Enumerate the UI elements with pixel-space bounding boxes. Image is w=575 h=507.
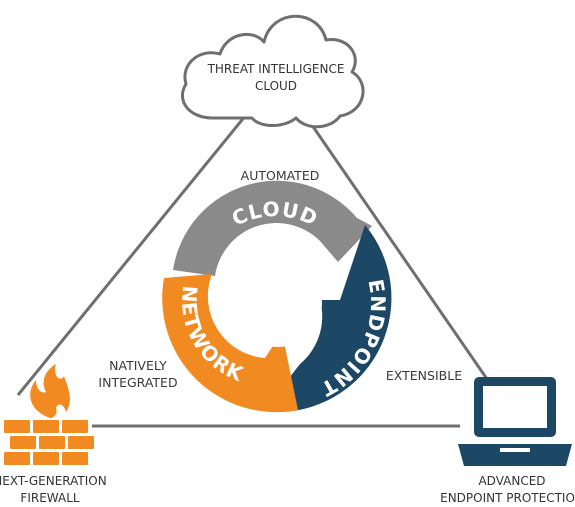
firewall-label-line1: NEXT-GENERATION	[0, 474, 107, 488]
cloud-icon	[181, 14, 365, 129]
cloud-label-line1: THREAT INTELLIGENCE	[207, 62, 345, 76]
laptop-icon	[458, 377, 572, 466]
edge-left	[16, 114, 248, 396]
endpoint-node: ADVANCED ENDPOINT PROTECTION	[440, 377, 575, 505]
cloud-node: THREAT INTELLIGENCE CLOUD	[181, 14, 365, 129]
ring-center	[234, 259, 322, 347]
cloud-label-line2: CLOUD	[255, 79, 297, 93]
firewall-icon	[4, 364, 94, 465]
triangle-edges	[16, 114, 500, 428]
edge-label-automated: AUTOMATED	[241, 168, 320, 183]
flame-icon	[30, 364, 70, 418]
ring-segment-endpoint	[272, 225, 392, 412]
firewall-label-line2: FIREWALL	[20, 491, 79, 505]
edge-label-integrated: INTEGRATED	[98, 375, 177, 390]
firewall-node: NEXT-GENERATION FIREWALL	[0, 364, 107, 505]
ring-segment-cloud	[173, 180, 372, 276]
edge-label-natively: NATIVELY	[109, 358, 167, 373]
edge-label-extensible: EXTENSIBLE	[386, 368, 462, 383]
platform-ring: CLOUD ENDPOINT NETWORK	[162, 180, 392, 413]
ring-segment-network	[162, 274, 298, 413]
edge-right	[303, 114, 500, 396]
endpoint-label-line1: ADVANCED	[478, 474, 545, 488]
endpoint-label-line2: ENDPOINT PROTECTION	[440, 491, 575, 505]
